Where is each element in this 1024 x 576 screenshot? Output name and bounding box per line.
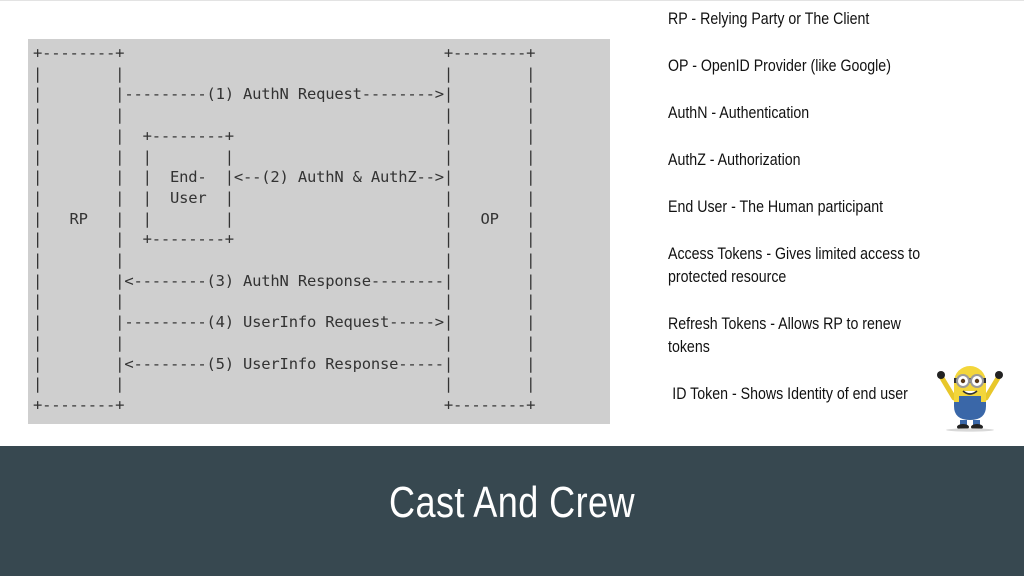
ascii-diagram: +--------+ +--------+ | | | | | |-------… <box>33 43 535 416</box>
glossary-item-authz: AuthZ - Authorization <box>668 151 801 169</box>
diagram-line: +--------+ +--------+ <box>33 395 536 414</box>
top-divider <box>0 0 1024 1</box>
diagram-line: | | | | <box>33 64 536 83</box>
glossary-item-access-tokens: Access Tokens - Gives limited access to … <box>668 245 921 286</box>
diagram-line: | | | End- |<--(2) AuthN & AuthZ-->| | <box>33 168 536 187</box>
openid-flow-diagram: +--------+ +--------+ | | | | | |-------… <box>28 39 610 424</box>
diagram-line: | | | User | | | <box>33 188 536 207</box>
glossary-item-end-user: End User - The Human participant <box>668 198 884 216</box>
diagram-line: | | | | <box>33 106 536 125</box>
glossary-item-id-token: ID Token - Shows Identity of end user <box>672 385 908 403</box>
diagram-line: | | +--------+ | | <box>33 126 536 145</box>
diagram-line: +--------+ +--------+ <box>33 44 536 62</box>
glossary-item-op: OP - OpenID Provider (like Google) <box>668 57 891 75</box>
diagram-line: | RP | | | | OP | <box>33 209 536 228</box>
diagram-line: | |---------(1) AuthN Request-------->| … <box>33 85 536 104</box>
diagram-line: | |<--------(3) AuthN Response--------| … <box>33 271 536 290</box>
footer-bar <box>0 446 1024 576</box>
glossary-list: RP - Relying Party or The Client OP - Op… <box>668 8 926 406</box>
diagram-line: | | | | <box>33 375 536 394</box>
slide-title: Cast And Crew <box>389 478 635 527</box>
glossary-item-refresh-tokens: Refresh Tokens - Allows RP to renew toke… <box>668 315 901 356</box>
glossary-item-rp: RP - Relying Party or The Client <box>668 10 870 28</box>
diagram-line: | | | | | | <box>33 147 536 166</box>
diagram-line: | | +--------+ | | <box>33 230 536 249</box>
glossary-item-authn: AuthN - Authentication <box>668 104 810 122</box>
minion-icon <box>937 366 1003 432</box>
diagram-line: | |<--------(5) UserInfo Response-----| … <box>33 354 536 373</box>
diagram-line: | |---------(4) UserInfo Request----->| … <box>33 313 536 332</box>
diagram-line: | | | | <box>33 333 536 352</box>
diagram-line: | | | | <box>33 292 536 311</box>
diagram-line: | | | | <box>33 251 536 270</box>
